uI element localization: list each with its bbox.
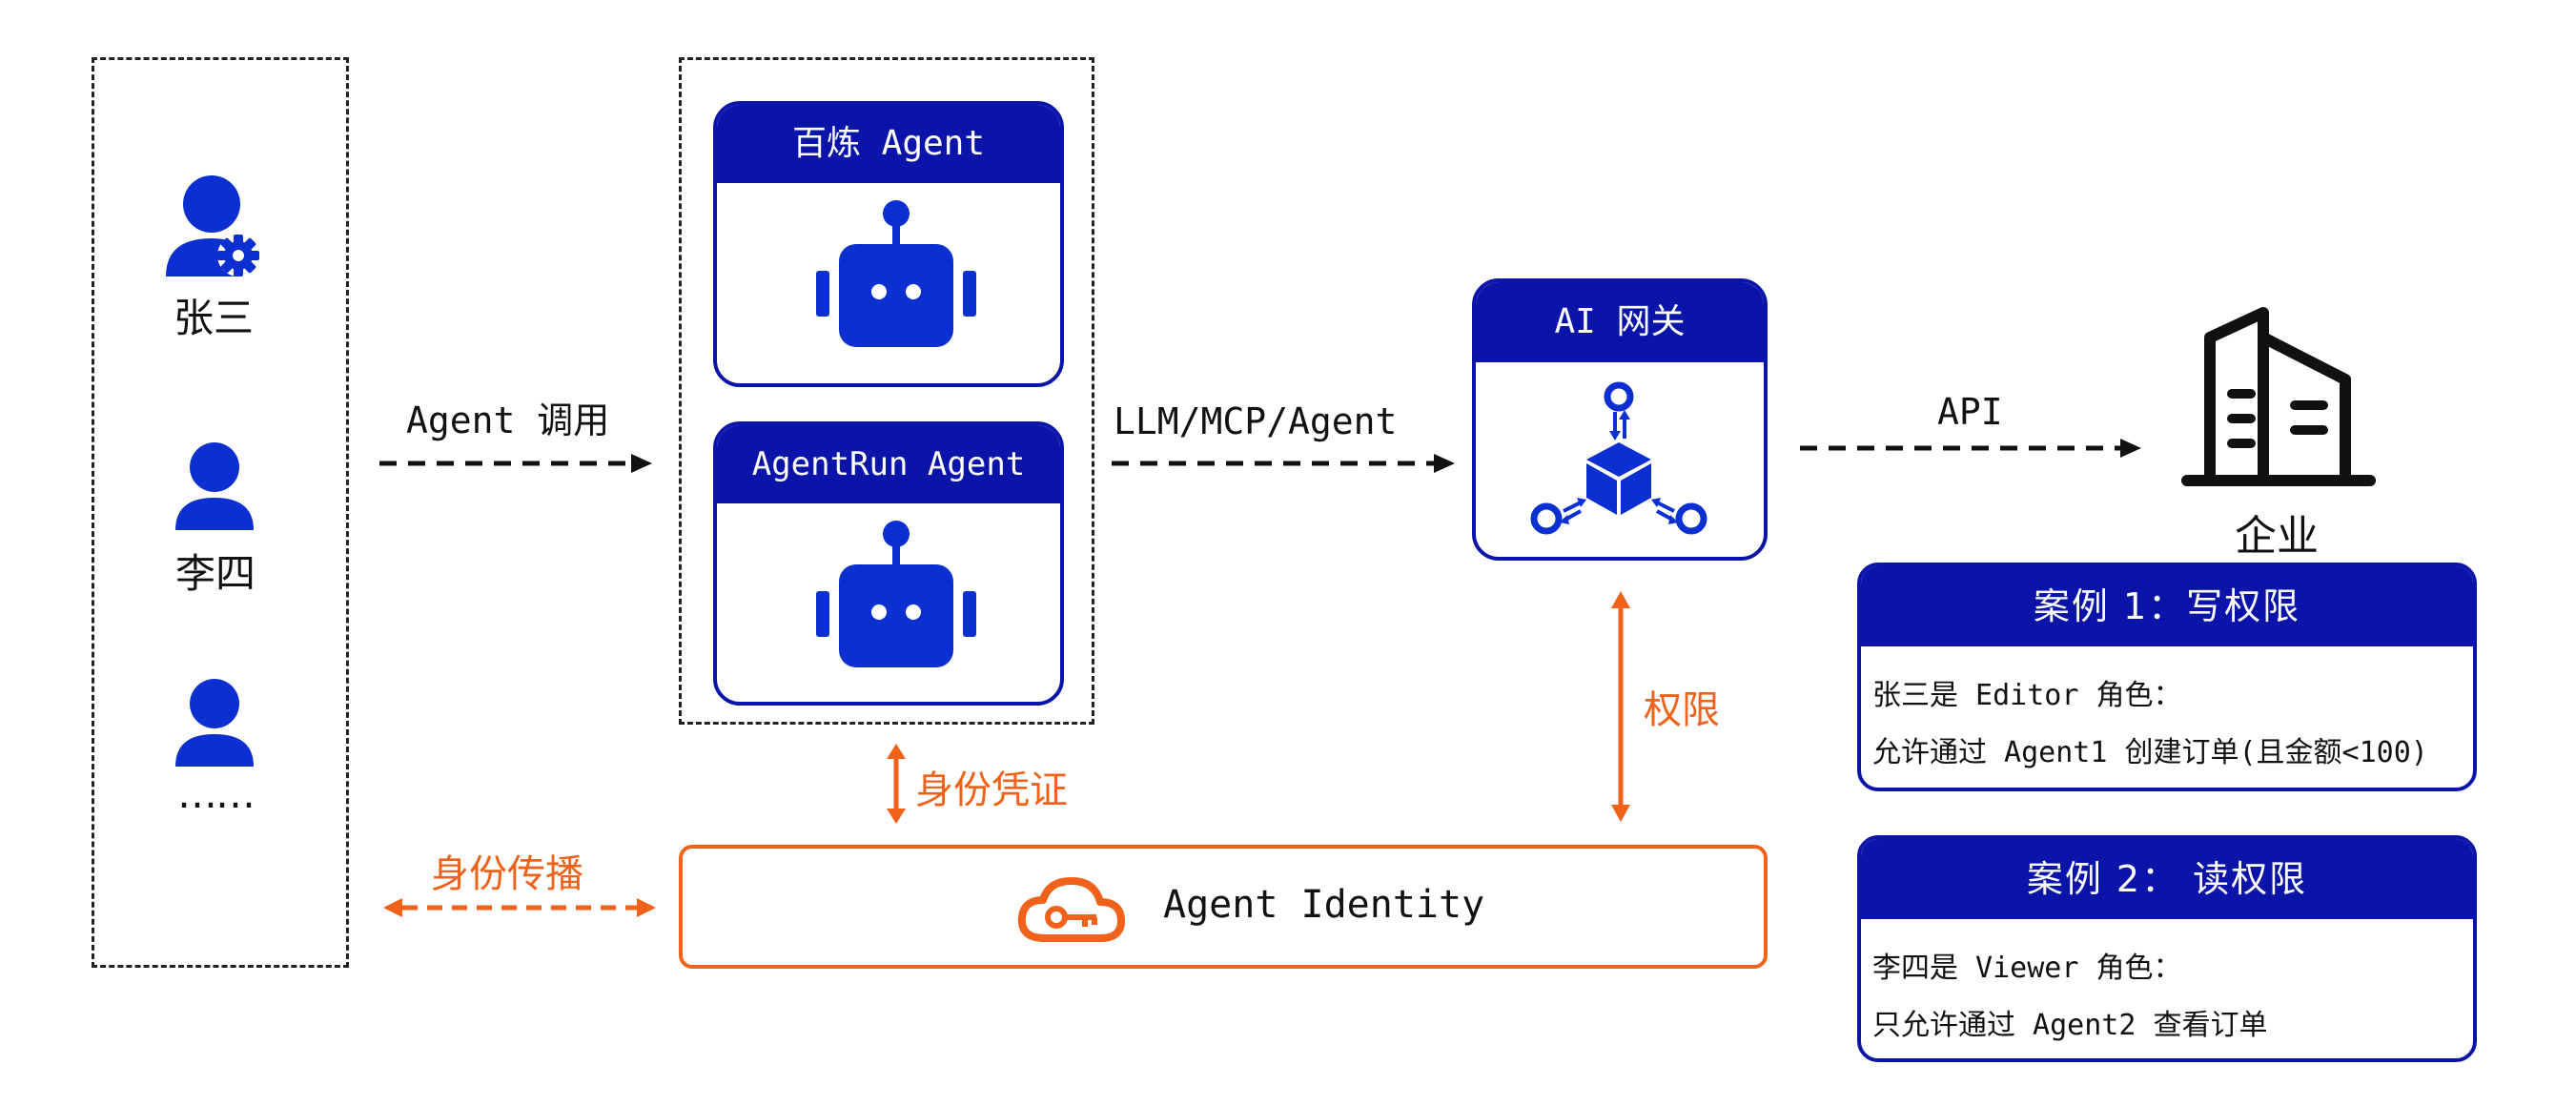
case-line: 只允许通过 Agent2 查看订单	[1872, 1009, 2268, 1042]
case-line: 张三是 Editor 角色：	[1872, 679, 2182, 712]
identity-credential-label: 身份凭证	[915, 768, 1068, 812]
user-gear-icon	[166, 175, 259, 276]
user-icon	[175, 679, 254, 767]
api-label: API	[1937, 391, 2003, 433]
agents-group	[679, 57, 1094, 725]
robot-icon	[816, 200, 976, 347]
agent-card-title: 百炼 Agent	[717, 105, 1060, 183]
user-name-zhangsan: 张三	[173, 295, 254, 341]
gateway-protocols-label: LLM/MCP/Agent	[1114, 400, 1398, 442]
ai-gateway-card: AI 网关	[1472, 278, 1768, 561]
case-card-title: 案例 2： 读权限	[1861, 839, 2473, 919]
agent-identity-label: Agent Identity	[1163, 883, 1485, 927]
gateway-arrow	[1112, 454, 1455, 473]
robot-icon	[816, 521, 976, 667]
api-arrow	[1800, 439, 2141, 458]
ai-gateway-title: AI 网关	[1476, 282, 1764, 362]
user-icon	[175, 442, 254, 530]
agent-call-label: Agent 调用	[406, 399, 610, 441]
identity-propagation-arrow	[383, 898, 656, 917]
building-icon	[2181, 307, 2376, 486]
case-card-title: 案例 1：写权限	[1861, 566, 2473, 646]
case-card-1: 案例 1：写权限 张三是 Editor 角色： 允许通过 Agent1 创建订单…	[1857, 563, 2477, 791]
permission-arrow	[1611, 591, 1630, 822]
case-line: 允许通过 Agent1 创建订单(且金额<100)	[1872, 736, 2428, 769]
agent-card-title: AgentRun Agent	[717, 425, 1060, 503]
identity-credential-arrow	[887, 744, 906, 824]
agent-identity-bar	[679, 845, 1768, 969]
identity-propagation-label: 身份传播	[431, 852, 583, 896]
user-name-lisi: 李四	[174, 550, 256, 597]
cloud-key-icon	[1017, 877, 1125, 942]
enterprise-label: 企业	[2235, 512, 2319, 561]
users-group	[92, 57, 349, 968]
case-line: 李四是 Viewer 角色：	[1872, 952, 2182, 985]
user-name-more: ……	[177, 770, 256, 817]
case-card-2: 案例 2： 读权限 李四是 Viewer 角色： 只允许通过 Agent2 查看…	[1857, 835, 2477, 1062]
permission-label: 权限	[1644, 688, 1720, 732]
agent-call-arrow	[379, 454, 652, 473]
gateway-cube-icon	[1530, 381, 1707, 535]
